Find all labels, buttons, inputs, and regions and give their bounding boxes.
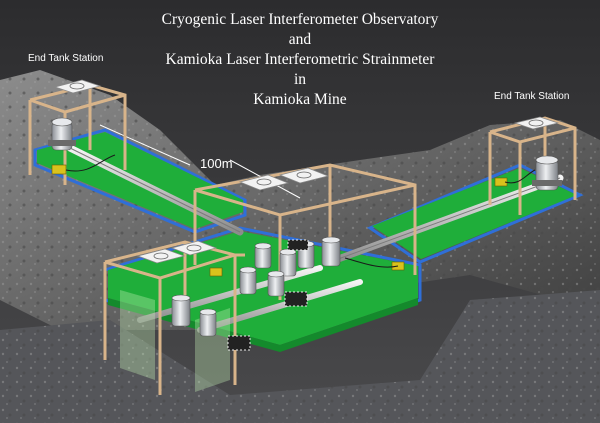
central-tank bbox=[254, 242, 272, 269]
title-line-2: and bbox=[288, 31, 312, 48]
title-line-1: Cryogenic Laser Interferometer Observato… bbox=[161, 11, 439, 28]
end-tank-left bbox=[48, 117, 76, 151]
title-line-5: Kamioka Mine bbox=[253, 91, 347, 108]
vacuum-pipes bbox=[66, 144, 564, 333]
fan-unit bbox=[53, 79, 102, 94]
central-tank bbox=[239, 266, 257, 295]
end-tank-station-left-label: End Tank Station bbox=[28, 53, 104, 64]
clean-booth-frames bbox=[28, 83, 577, 395]
title-line-4: in bbox=[293, 71, 307, 88]
cables bbox=[65, 154, 536, 268]
arm-length-label: 100m bbox=[200, 156, 233, 171]
ceiling-fan-units bbox=[53, 79, 560, 264]
floor-shading bbox=[108, 298, 418, 352]
optical-tables bbox=[227, 239, 309, 351]
vacuum-tanks bbox=[48, 117, 562, 337]
central-tank bbox=[199, 308, 217, 337]
central-tank bbox=[321, 236, 341, 267]
title-line-3: Kamioka Laser Interferometric Strainmete… bbox=[165, 51, 435, 68]
end-tank-right bbox=[532, 155, 562, 191]
central-tank bbox=[279, 248, 297, 277]
fan-unit bbox=[238, 174, 290, 191]
central-tank bbox=[267, 270, 285, 297]
end-tank-station-right-label: End Tank Station bbox=[494, 91, 570, 102]
fan-unit bbox=[278, 167, 330, 184]
fan-unit bbox=[136, 248, 186, 264]
central-tank bbox=[171, 294, 191, 327]
fan-unit bbox=[513, 116, 560, 130]
fan-unit bbox=[170, 240, 218, 256]
